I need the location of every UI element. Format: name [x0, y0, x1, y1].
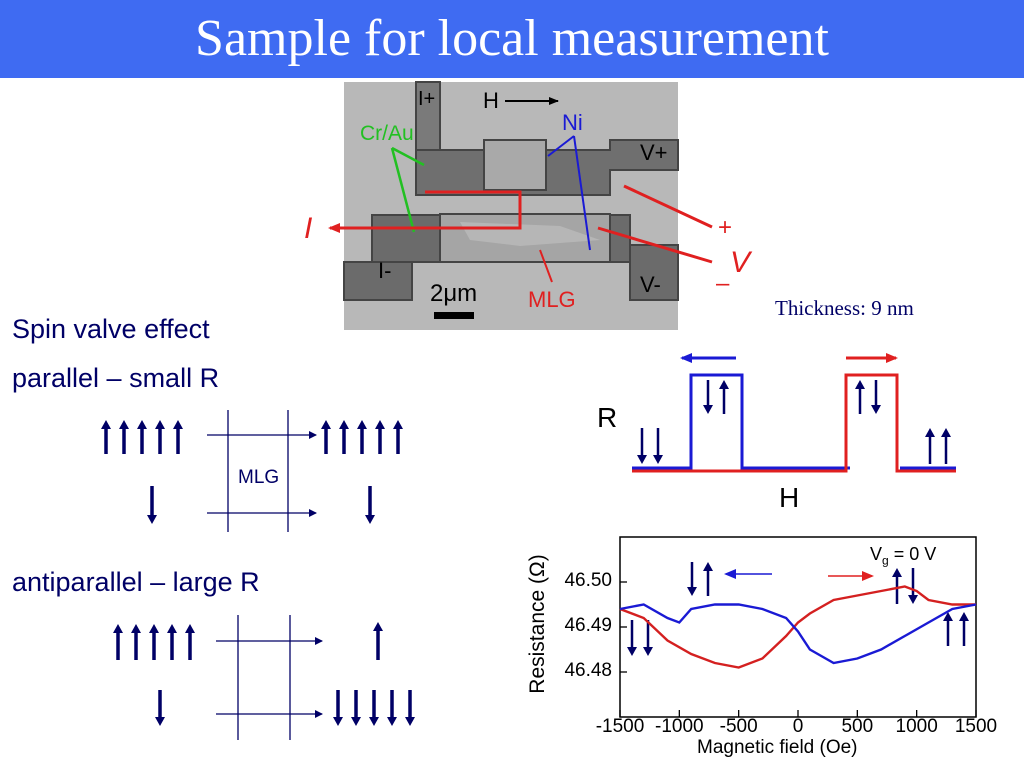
spin-diagram-parallel	[207, 410, 317, 532]
spin-up-arrow	[855, 380, 865, 414]
spin-up-arrow	[173, 420, 183, 454]
x-tick-label: -500	[719, 716, 758, 737]
x-axis-label: Magnetic field (Oe)	[697, 737, 858, 758]
spin-up-arrow	[155, 420, 165, 454]
y-tick-label: 46.48	[564, 660, 612, 681]
spin-down-arrow	[405, 690, 415, 726]
spin-down-arrow	[333, 690, 343, 726]
gate-voltage-symbol: V	[870, 544, 883, 564]
spin-up-arrow	[393, 420, 403, 454]
label-i-minus: I-	[378, 258, 392, 283]
title-bar	[0, 0, 1024, 78]
y-tick-label: 46.50	[564, 570, 612, 591]
voltage-minus-sign: –	[716, 270, 730, 297]
spin-up-arrow	[339, 420, 349, 454]
spin-up-arrow	[943, 612, 953, 646]
schematic-h-label: H	[779, 482, 800, 513]
spin-up-arrow	[321, 420, 331, 454]
spin-diagram-antiparallel	[216, 615, 323, 740]
resistance-chart	[619, 536, 977, 718]
gate-voltage-value: = 0 V	[893, 544, 937, 564]
label-v-minus: V-	[640, 272, 661, 297]
spin-down-arrow	[147, 486, 157, 524]
hysteresis-schematic	[632, 353, 956, 473]
spin-down-arrow	[908, 568, 918, 604]
voltage-plus-sign: +	[718, 214, 733, 241]
spin-up-arrow	[137, 420, 147, 454]
spin-valve-heading: Spin valve effect	[12, 314, 210, 344]
spin-down-arrow	[653, 428, 663, 464]
current-label: I	[304, 212, 313, 245]
spin-up-arrow	[185, 624, 195, 660]
spin-down-arrow	[871, 380, 881, 414]
spin-up-arrow	[149, 624, 159, 660]
spin-down-arrow	[351, 690, 361, 726]
spin-down-arrow	[643, 620, 653, 656]
spin-down-arrow	[387, 690, 397, 726]
schematic-r-label: R	[597, 402, 618, 433]
spin-up-arrow	[925, 428, 935, 464]
y-tick-label: 46.49	[564, 615, 612, 636]
voltage-label: V	[730, 246, 751, 279]
spin-down-arrow	[365, 486, 375, 524]
scale-label: 2μm	[430, 280, 478, 307]
slide-title: Sample for local measurement	[195, 10, 829, 67]
x-tick-label: -1000	[655, 716, 704, 737]
antiparallel-label: antiparallel – large R	[12, 567, 260, 597]
x-tick-label: 1500	[954, 716, 998, 737]
spin-up-arrow	[892, 568, 902, 604]
label-i-plus: I+	[418, 88, 436, 110]
spin-up-arrow	[357, 420, 367, 454]
label-h-field: H	[483, 88, 499, 113]
device-micrograph	[328, 81, 713, 330]
spin-up-arrow	[375, 420, 385, 454]
spin-arrows	[101, 380, 969, 726]
spin-up-arrow	[101, 420, 111, 454]
spin-up-arrow	[703, 562, 713, 596]
spin-down-arrow	[369, 690, 379, 726]
spin-up-arrow	[167, 624, 177, 660]
gate-voltage-annotation: Vg = 0 V	[870, 544, 936, 568]
label-mlg: MLG	[528, 287, 576, 312]
spin-up-arrow	[131, 624, 141, 660]
mlg-label: MLG	[238, 467, 280, 488]
x-tick-label: 1000	[895, 716, 938, 737]
thickness-label: Thickness: 9 nm	[775, 296, 914, 320]
spin-down-arrow	[155, 690, 165, 726]
spin-up-arrow	[373, 622, 383, 660]
spin-down-arrow	[687, 562, 697, 596]
x-tick-label: 0	[792, 716, 804, 737]
spin-up-arrow	[959, 612, 969, 646]
series-line-2	[619, 603, 977, 665]
label-ni: Ni	[562, 110, 583, 135]
label-v-plus: V+	[640, 140, 668, 165]
x-tick-label: -1500	[595, 716, 645, 737]
spin-up-arrow	[113, 624, 123, 660]
parallel-label: parallel – small R	[12, 363, 220, 393]
gate-voltage-subscript: g	[882, 553, 889, 568]
spin-down-arrow	[637, 428, 647, 464]
label-cr-au: Cr/Au	[360, 122, 414, 145]
series-line-1	[619, 585, 976, 669]
spin-down-arrow	[627, 620, 637, 656]
spin-up-arrow	[719, 380, 729, 414]
x-tick-label: 500	[841, 716, 874, 737]
spin-up-arrow	[119, 420, 129, 454]
spin-down-arrow	[703, 380, 713, 414]
spin-up-arrow	[941, 428, 951, 464]
